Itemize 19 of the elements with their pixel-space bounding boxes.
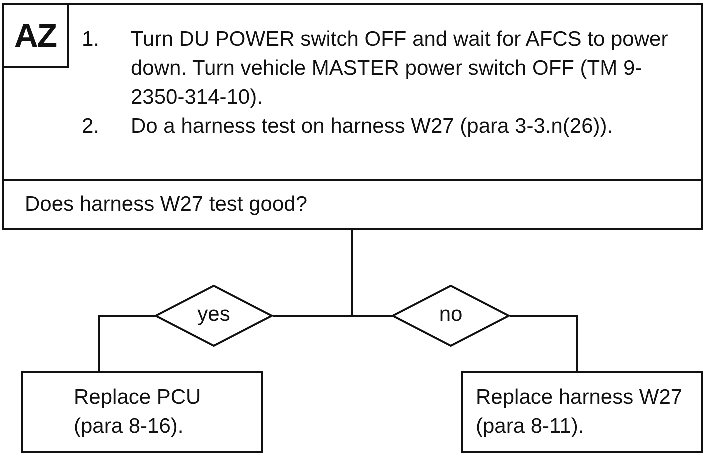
decision-diamond — [155, 285, 273, 347]
action-text: Replace harness W27 (para 8-11). — [475, 385, 684, 440]
decision-label: no — [438, 302, 464, 328]
step-box — [2, 3, 703, 181]
action-text: Replace PCU (para 8-16). — [73, 385, 202, 440]
step-code: AZ — [2, 3, 69, 68]
question-text: Does harness W27 test good? — [25, 193, 308, 216]
step-number: 2. — [82, 114, 100, 140]
action-box — [461, 371, 703, 453]
connector-line — [352, 230, 392, 317]
step-number: 1. — [82, 27, 100, 53]
decision-diamond — [392, 285, 510, 347]
step-text: Do a harness test on harness W27 (para 3-3.n(26)). — [131, 114, 614, 140]
action-box — [21, 371, 263, 453]
step-text: Turn DU POWER switch OFF and wait for AFCS to power down. Turn vehicle MASTER power switch OFF (TM 9-2350-314-10). — [131, 27, 670, 111]
connector-line — [98, 315, 155, 371]
decision-label: yes — [196, 302, 232, 328]
question-box — [2, 179, 703, 230]
connector-line — [510, 315, 578, 371]
